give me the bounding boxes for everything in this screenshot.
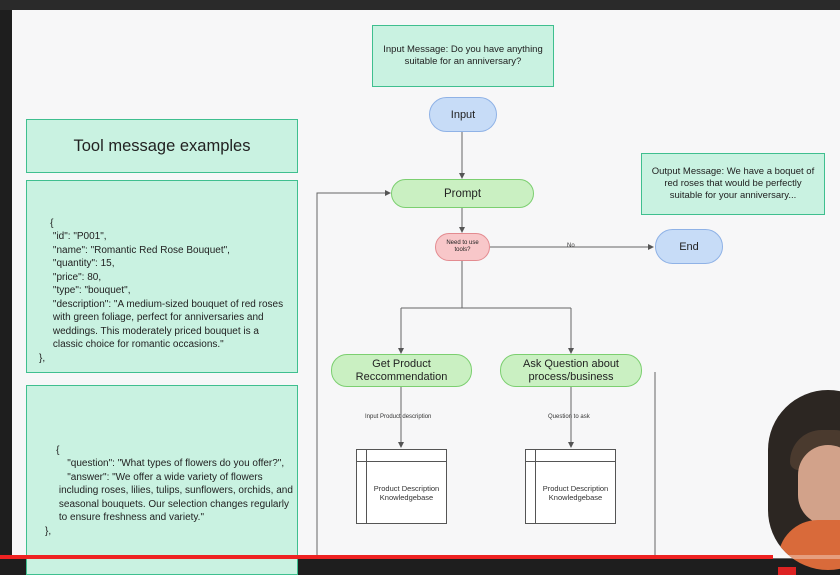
input-node: Input	[429, 97, 497, 132]
video-progress-fill	[0, 555, 773, 559]
example-product-json: { "id": "P001", "name": "Romantic Red Ro…	[26, 180, 298, 373]
kb-divider	[535, 450, 536, 523]
ask-question-node: Ask Question about process/business	[500, 354, 642, 387]
video-top-bar	[0, 0, 840, 10]
example-faq-json: { "question": "What types of flowers do …	[26, 385, 298, 575]
kb-right-label: Product Description Knowledgebase	[542, 483, 609, 502]
edge-label-question: Question to ask	[548, 414, 590, 420]
ask-question-label: Ask Question about process/business	[522, 357, 619, 383]
example-faq-text: { "question": "What types of flowers do …	[45, 444, 293, 537]
presenter-face	[798, 445, 840, 525]
input-message-text: Input Message: Do you have anything suit…	[383, 44, 543, 67]
edge-label-input-product: Input Product description	[365, 414, 432, 420]
get-product-label: Get Product Reccommendation	[355, 357, 448, 383]
prompt-label: Prompt	[443, 187, 482, 200]
kb-divider	[357, 461, 446, 462]
kb-divider	[366, 450, 367, 523]
kb-left-label: Product Description Knowledgebase	[373, 483, 440, 502]
decision-label: Need to use tools?	[446, 240, 479, 253]
live-badge	[778, 567, 796, 575]
presenter-webcam	[768, 390, 840, 570]
decision-node: Need to use tools?	[435, 233, 490, 261]
output-message-text: Output Message: We have a boquet of red …	[651, 166, 815, 201]
output-message-box: Output Message: We have a boquet of red …	[641, 153, 825, 215]
presenter-shirt	[778, 520, 840, 570]
knowledgebase-right: Product Description Knowledgebase	[525, 449, 616, 524]
end-label: End	[679, 240, 699, 253]
input-label: Input	[450, 108, 476, 121]
kb-divider	[526, 461, 615, 462]
tool-examples-title: Tool message examples	[73, 136, 251, 155]
prompt-node: Prompt	[391, 179, 534, 208]
end-node: End	[655, 229, 723, 264]
get-product-node: Get Product Reccommendation	[331, 354, 472, 387]
knowledgebase-left: Product Description Knowledgebase	[356, 449, 447, 524]
input-message-box: Input Message: Do you have anything suit…	[372, 25, 554, 87]
no-edge-label: No	[567, 243, 575, 249]
example-product-text: { "id": "P001", "name": "Romantic Red Ro…	[39, 217, 284, 364]
video-progress-bar[interactable]	[0, 555, 840, 559]
tool-examples-title-box: Tool message examples	[26, 119, 298, 173]
